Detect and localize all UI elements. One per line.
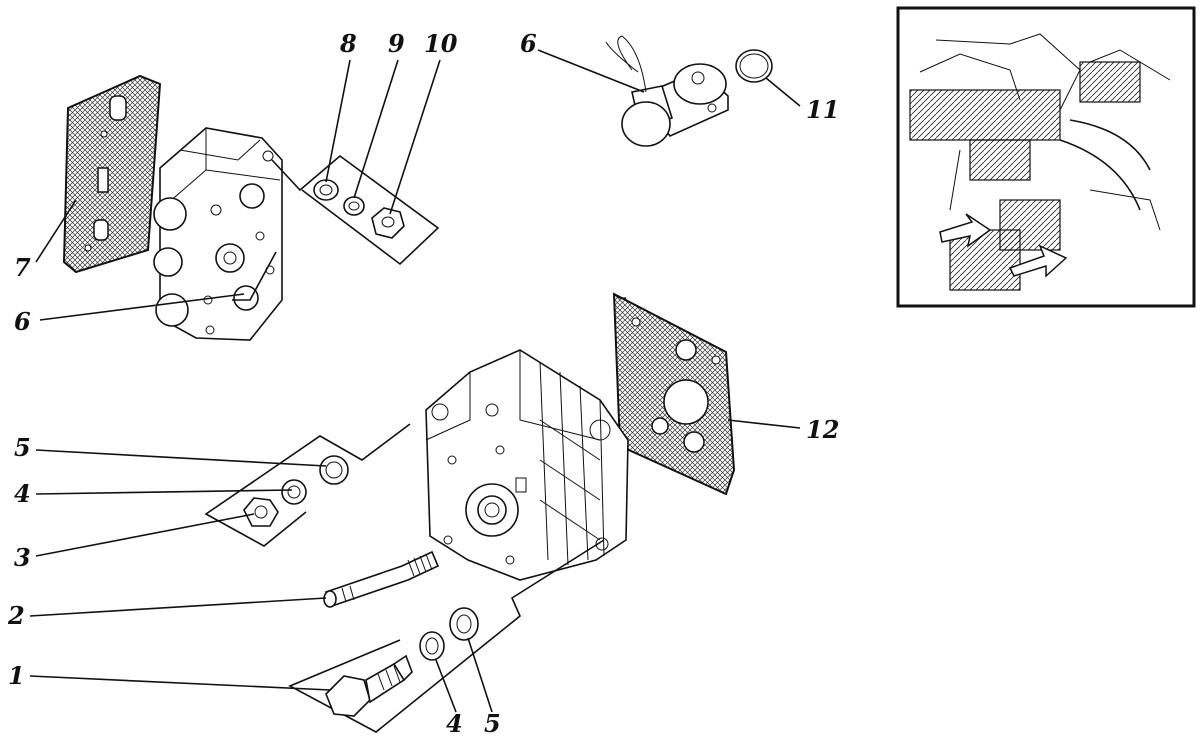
pump-body-upper [153,127,283,341]
leader-lines [29,49,801,713]
callout-6-top: 6 [520,29,537,58]
inset-illustration [896,6,1196,308]
washer-group-upper [232,154,440,301]
callout-9: 9 [388,29,405,58]
callout-7: 7 [14,253,31,282]
bolt-group [288,539,605,733]
callout-6-left: 6 [14,307,31,336]
drive-shaft [323,550,440,608]
washer-group-left [204,423,411,547]
callout-4-left: 4 [14,479,31,508]
callout-3: 3 [14,543,31,572]
callout-4-bottom: 4 [446,709,463,738]
callout-11: 11 [806,95,839,124]
callout-1: 1 [8,661,25,690]
callout-8: 8 [339,29,357,58]
callout-10: 10 [424,29,458,58]
callout-5-bottom: 5 [484,709,501,738]
gasket-lower [612,292,736,496]
valve-assembly [605,35,773,147]
callout-5-left: 5 [14,433,31,462]
pump-body-lower [425,349,629,581]
callout-2: 2 [7,601,25,630]
callout-12: 12 [806,415,839,444]
gasket-upper [62,74,162,274]
